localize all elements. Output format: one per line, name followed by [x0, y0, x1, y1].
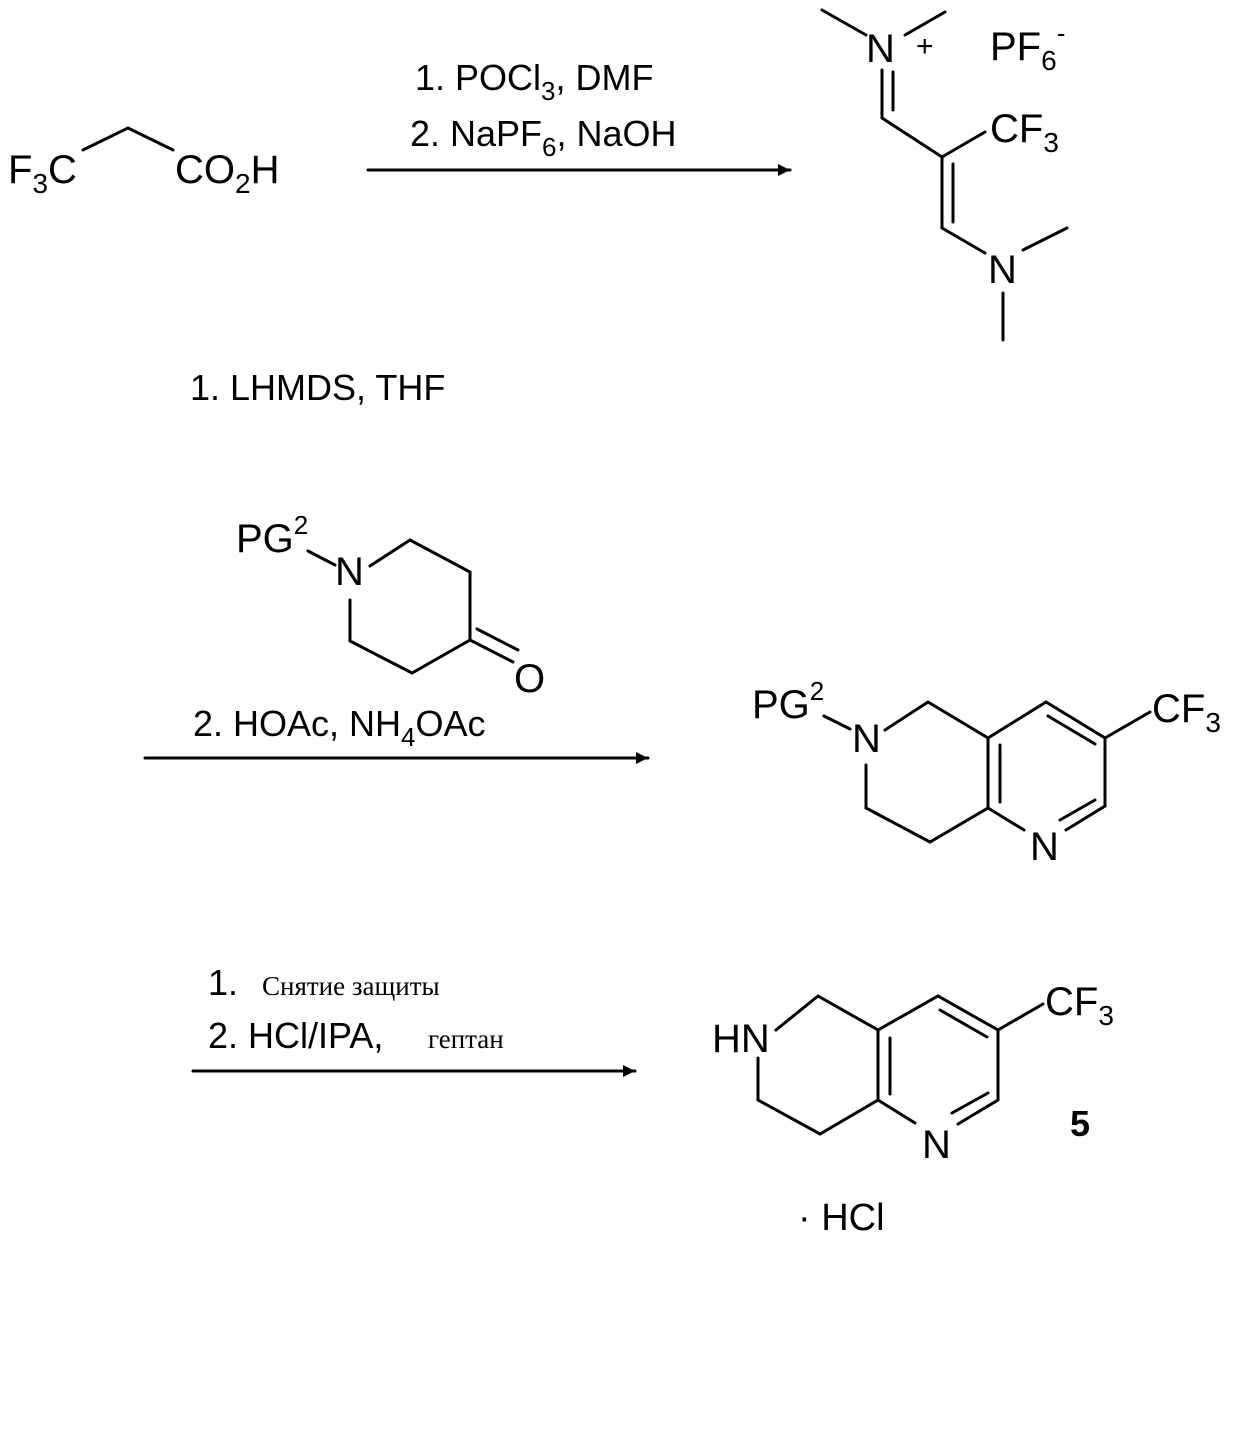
plus-charge: + [916, 30, 934, 63]
methyl-bond [822, 10, 866, 35]
piperidine-n-label: N [335, 550, 364, 594]
pg2-label: PG2 [752, 676, 824, 727]
piperidine-ring [350, 540, 470, 673]
condition-deprotection: Снятие защиты [262, 971, 440, 1001]
product-vinamidinium-salt: N + PF6- CF3 N [822, 10, 1067, 340]
cf3-label: CF3 [990, 107, 1059, 158]
n-pg-bond [824, 716, 850, 729]
reaction1-conditions: 1. POCl3, DMF 2. NaPF6, NaOH [368, 57, 790, 170]
product-compound-5: HN N CF3 5 · HCl [712, 980, 1114, 1239]
saturated-ring [866, 702, 988, 842]
condition-heptane: гептан [428, 1024, 504, 1054]
pyridine-double-bond [940, 1010, 987, 1037]
pyridine-bond [988, 808, 1024, 830]
co2h-label: CO2H [175, 148, 279, 199]
ring-n-label: N [852, 717, 881, 761]
chain-bond [882, 118, 942, 157]
f3c-label: F3C [8, 148, 77, 199]
pyridine-ring-outer [878, 996, 998, 1124]
pyridine-bond [878, 1100, 915, 1123]
pyridine-n-label: N [922, 1123, 951, 1167]
reaction2-conditions: 1. LHMDS, THF PG2 N O 2. HOAc, NH4OAc [145, 367, 648, 758]
saturated-ring [758, 996, 878, 1134]
pg2-label: PG2 [236, 510, 308, 561]
cf3-bond [1105, 712, 1150, 738]
condition-hoac-nh4oac: 2. HOAc, NH4OAc [193, 703, 486, 752]
ch2-bonds [83, 128, 173, 150]
cf3-bond [942, 132, 985, 157]
pf6-counterion: PF6- [990, 18, 1065, 76]
methyl-bond [1023, 228, 1067, 250]
reaction3-conditions: 1. Снятие защиты 2. HCl/IPA, гептан [193, 962, 635, 1071]
reagent-piperidinone: PG2 N O [236, 510, 545, 701]
cf3-bond [998, 1004, 1043, 1030]
pyridine-ring-outer [988, 702, 1105, 830]
compound-number-label: 5 [1070, 1103, 1090, 1144]
condition-deprotection-num: 1. [208, 962, 238, 1003]
cf3-label: CF3 [1152, 687, 1221, 738]
reactant-trifluoropropanoic-acid: F3C CO2H [8, 128, 279, 199]
n-plus-label: N [866, 27, 895, 71]
n-pg-bond [308, 551, 335, 565]
cf3-label: CF3 [1045, 980, 1114, 1031]
condition-pocl3-dmf: 1. POCl3, DMF [415, 57, 654, 106]
chain-bond [942, 228, 985, 253]
carbonyl-o-label: O [514, 657, 545, 701]
condition-hcl-ipa: 2. HCl/IPA, [208, 1015, 383, 1056]
hcl-salt-label: · HCl [798, 1197, 885, 1239]
nme2-label: N [988, 248, 1017, 292]
pyridine-n-label: N [1030, 825, 1059, 869]
hn-label: HN [712, 1017, 770, 1061]
condition-napf6-naoh: 2. NaPF6, NaOH [410, 113, 677, 162]
product-protected-naphthyridine: PG2 N N CF3 [752, 676, 1221, 869]
pyridine-double-bond [1048, 716, 1095, 744]
condition-lhmds-thf: 1. LHMDS, THF [190, 367, 445, 408]
